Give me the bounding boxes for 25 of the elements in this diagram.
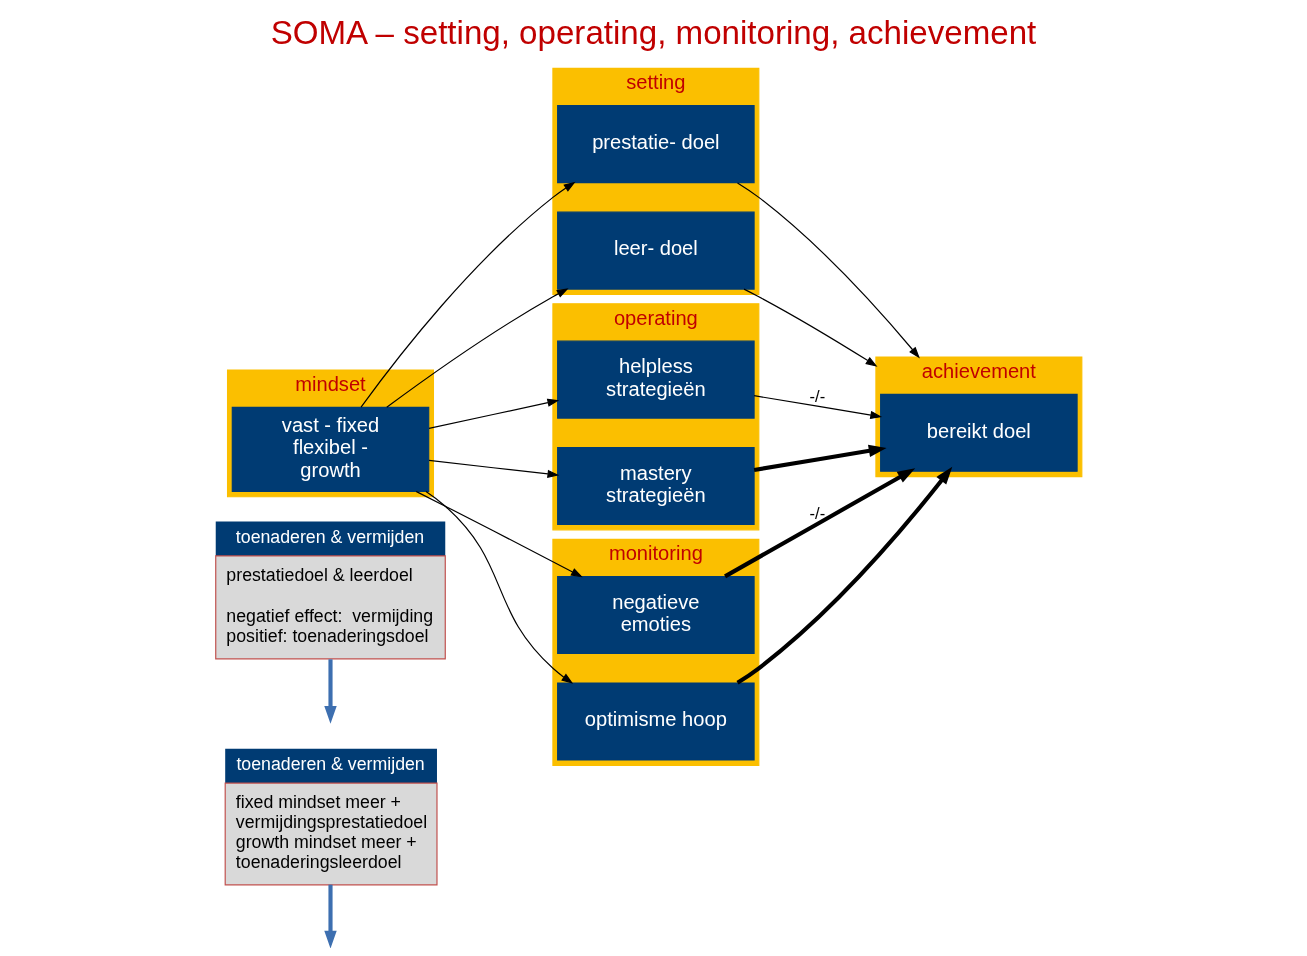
edge-label: -/- [809,504,826,524]
node-box: prestatie- doel [557,105,755,184]
node-box: vast - fixed flexibel - growth [231,406,430,492]
arrow [736,182,920,359]
arrow [425,490,574,684]
arrow [324,884,337,948]
arrow [743,288,878,367]
node-box: mastery strategieën [557,447,755,526]
diagram-title: SOMA – setting, operating, monitoring, achievement [270,14,1037,52]
arrow [724,468,916,579]
node-box: leer- doel [557,211,755,290]
arrow [415,490,583,578]
arrow [428,459,560,479]
node-box: negatieve emoties [557,576,755,655]
arrow [324,659,337,724]
arrow [386,288,569,408]
arrow [753,444,887,472]
node-box: optimisme hoop [557,682,755,761]
arrow [360,181,576,408]
node-box: helpless strategieën [557,340,755,419]
arrow [753,395,883,420]
arrow [428,398,560,429]
edge-label: -/- [809,387,826,407]
node-box: bereikt doel [880,393,1078,472]
arrow [736,466,953,685]
